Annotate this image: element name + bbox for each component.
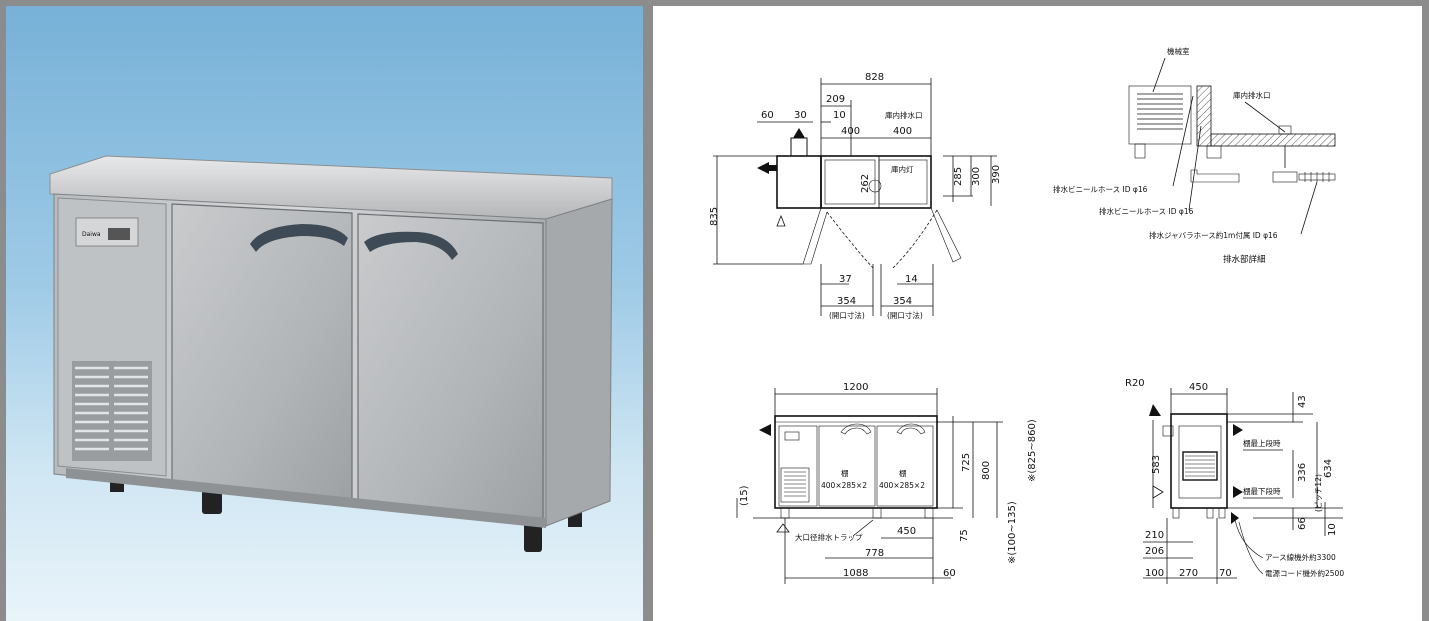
dim-209: 209 bbox=[826, 94, 845, 105]
dim-400a: 400 bbox=[841, 126, 860, 137]
dim-300: 300 bbox=[971, 167, 982, 186]
dim-778: 778 bbox=[865, 548, 884, 559]
dim-60-front: 60 bbox=[943, 568, 956, 579]
dim-1088: 1088 bbox=[843, 568, 868, 579]
dim-400b: 400 bbox=[893, 126, 912, 137]
dim-354b: 354 bbox=[893, 296, 912, 307]
dim-634: 634 bbox=[1323, 459, 1334, 478]
drain-detail: 機械室 庫内排水口 bbox=[1053, 46, 1336, 265]
front-view: 1200 棚 400×285×2 棚 400×285×2 bbox=[736, 382, 1038, 584]
label-vinyl-hose-2: 排水ビニールホース ID φ16 bbox=[1099, 206, 1194, 216]
dim-336-note: (ピッチ12) bbox=[1314, 474, 1323, 512]
dim-10: 10 bbox=[1327, 523, 1338, 536]
dim-75: 75 bbox=[959, 529, 970, 542]
dim-15: (15) bbox=[739, 485, 750, 506]
dim-262: 262 bbox=[860, 174, 871, 193]
label-earth-wire: アース線機外約3300 bbox=[1265, 552, 1336, 562]
dim-10: 10 bbox=[833, 110, 846, 121]
dim-354a: 354 bbox=[837, 296, 856, 307]
drain-detail-title: 排水部詳細 bbox=[1223, 254, 1266, 265]
dim-390: 390 bbox=[991, 165, 1002, 184]
technical-drawing-panel: 828 209 60 30 10 400 400 庫内排水口 bbox=[653, 6, 1422, 621]
label-opening-a: (開口寸法) bbox=[829, 310, 865, 320]
label-drain-trap: 大口径排水トラップ bbox=[795, 532, 863, 542]
dim-450-side: 450 bbox=[1189, 382, 1208, 393]
dim-1200: 1200 bbox=[843, 382, 868, 393]
label-shelf-b: 棚 bbox=[899, 468, 907, 478]
dim-450: 450 bbox=[897, 526, 916, 537]
label-shelf-top: 棚最上段時 bbox=[1243, 438, 1281, 448]
dim-800: 800 bbox=[981, 461, 992, 480]
label-interior-drain-port: 庫内排水口 bbox=[1233, 90, 1271, 100]
refrigerator-unit-photo: Daiwa bbox=[49, 155, 613, 552]
label-shelf-bottom: 棚最下段時 bbox=[1243, 486, 1281, 496]
label-vinyl-hose-1: 排水ビニールホース ID φ16 bbox=[1053, 184, 1148, 194]
label-shelf-a-dim: 400×285×2 bbox=[821, 481, 867, 490]
label-bellows-hose: 排水ジャバラホース約1m付属 ID φ16 bbox=[1149, 230, 1278, 240]
dim-14: 14 bbox=[905, 274, 918, 285]
dim-range-100-135: ※(100~135) bbox=[1007, 501, 1018, 564]
dimension-drawing: 828 209 60 30 10 400 400 庫内排水口 bbox=[709, 46, 1344, 584]
dim-828: 828 bbox=[865, 72, 884, 83]
dim-30: 30 bbox=[794, 110, 807, 121]
dim-100: 100 bbox=[1145, 568, 1164, 579]
dim-66: 66 bbox=[1297, 517, 1308, 530]
dim-70: 70 bbox=[1219, 568, 1232, 579]
dim-37: 37 bbox=[839, 274, 852, 285]
dim-206: 206 bbox=[1145, 546, 1164, 557]
dim-285: 285 bbox=[953, 167, 964, 186]
dim-583: 583 bbox=[1151, 455, 1162, 474]
label-shelf-b-dim: 400×285×2 bbox=[879, 481, 925, 490]
label-drain-port: 庫内排水口 bbox=[885, 110, 923, 120]
product-photo-panel: Daiwa bbox=[6, 6, 643, 621]
label-interior-light: 庫内灯 bbox=[891, 164, 914, 174]
dim-210: 210 bbox=[1145, 530, 1164, 541]
brand-label: Daiwa bbox=[82, 231, 101, 238]
dim-r20: R20 bbox=[1125, 378, 1145, 389]
dim-835: 835 bbox=[709, 207, 720, 226]
dim-43: 43 bbox=[1297, 395, 1308, 408]
dim-range-825-860: ※(825~860) bbox=[1027, 419, 1038, 482]
label-opening-b: (開口寸法) bbox=[887, 310, 923, 320]
top-view: 828 209 60 30 10 400 400 庫内排水口 bbox=[709, 72, 1002, 320]
side-view: R20 450 bbox=[1125, 378, 1344, 584]
dim-60: 60 bbox=[761, 110, 774, 121]
label-power-cord: 電源コード機外約2500 bbox=[1265, 568, 1344, 578]
label-machine-room: 機械室 bbox=[1167, 46, 1190, 56]
vent-grille bbox=[72, 361, 152, 461]
dim-270: 270 bbox=[1179, 568, 1198, 579]
label-shelf-a: 棚 bbox=[841, 468, 849, 478]
dim-336: 336 bbox=[1297, 463, 1308, 482]
dim-725: 725 bbox=[961, 453, 972, 472]
